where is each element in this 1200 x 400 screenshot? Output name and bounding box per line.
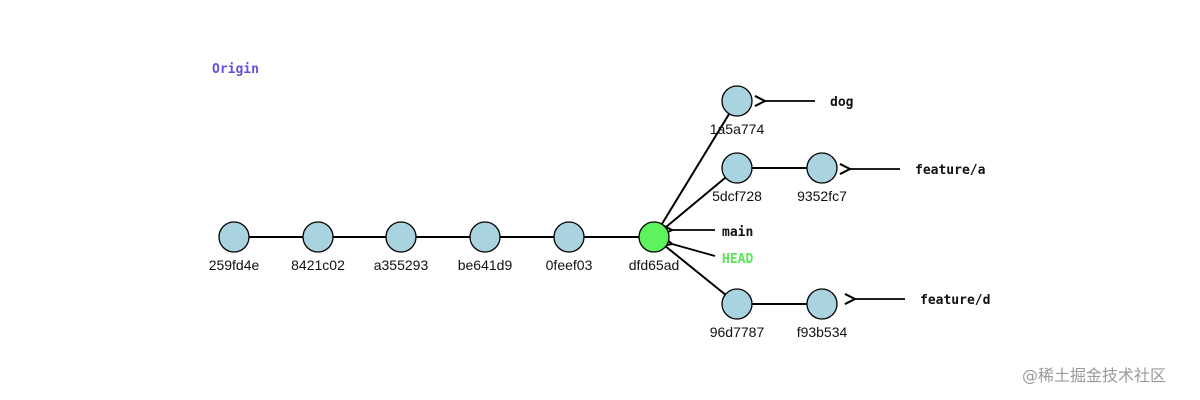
commit-f93b534: f93b534: [797, 288, 848, 340]
commit-node: [385, 221, 417, 253]
commit-node: [721, 288, 753, 320]
watermark: @稀土掘金技术社区: [1022, 366, 1166, 385]
commit-0feef03: 0feef03: [546, 221, 593, 273]
r-head-arrow: [672, 244, 716, 257]
commit-hash-label: 1a5a774: [710, 121, 765, 137]
origin-label: Origin: [212, 62, 259, 77]
commit-node: [721, 152, 753, 184]
commit-hash-label: dfd65ad: [629, 257, 680, 273]
commit-node: [218, 221, 250, 253]
r-head-label: HEAD: [722, 252, 753, 267]
r-main-label: main: [722, 225, 753, 240]
commit-5dcf728: 5dcf728: [712, 152, 762, 204]
commit-9352fc7: 9352fc7: [797, 152, 847, 204]
edge-c6-d1: [653, 100, 738, 238]
commit-node: [302, 221, 334, 253]
commit-hash-label: 96d7787: [710, 324, 765, 340]
edge-c6-f1: [653, 236, 738, 305]
commit-hash-label: 9352fc7: [797, 188, 847, 204]
commit-1a5a774: 1a5a774: [710, 85, 765, 137]
commit-hash-label: a355293: [374, 257, 429, 273]
commit-hash-label: 259fd4e: [209, 257, 260, 273]
commit-nodes: 259fd4e 8421c02 a355293 be641d9 0feef03 dfd65…: [209, 85, 848, 340]
ref-arrows: [672, 101, 905, 299]
commit-hash-label: be641d9: [458, 257, 513, 273]
commit-node: [469, 221, 501, 253]
r-feature-a-label: feature/a: [915, 163, 986, 178]
commit-be641d9: be641d9: [458, 221, 513, 273]
commit-hash-label: 8421c02: [291, 257, 345, 273]
r-feature-d-label: feature/d: [920, 293, 990, 308]
commit-259fd4e: 259fd4e: [209, 221, 260, 273]
commit-8421c02: 8421c02: [291, 221, 345, 273]
head-commit-node: [638, 221, 670, 253]
commit-dfd65ad: dfd65ad: [629, 221, 680, 273]
r-dog-label: dog: [830, 95, 853, 110]
commit-a355293: a355293: [374, 221, 429, 273]
commit-hash-label: 0feef03: [546, 257, 593, 273]
commit-node: [553, 221, 585, 253]
commit-hash-label: f93b534: [797, 324, 848, 340]
commit-96d7787: 96d7787: [710, 288, 765, 340]
commit-node: [806, 152, 838, 184]
commit-hash-label: 5dcf728: [712, 188, 762, 204]
commit-node: [721, 85, 753, 117]
commit-node: [806, 288, 838, 320]
